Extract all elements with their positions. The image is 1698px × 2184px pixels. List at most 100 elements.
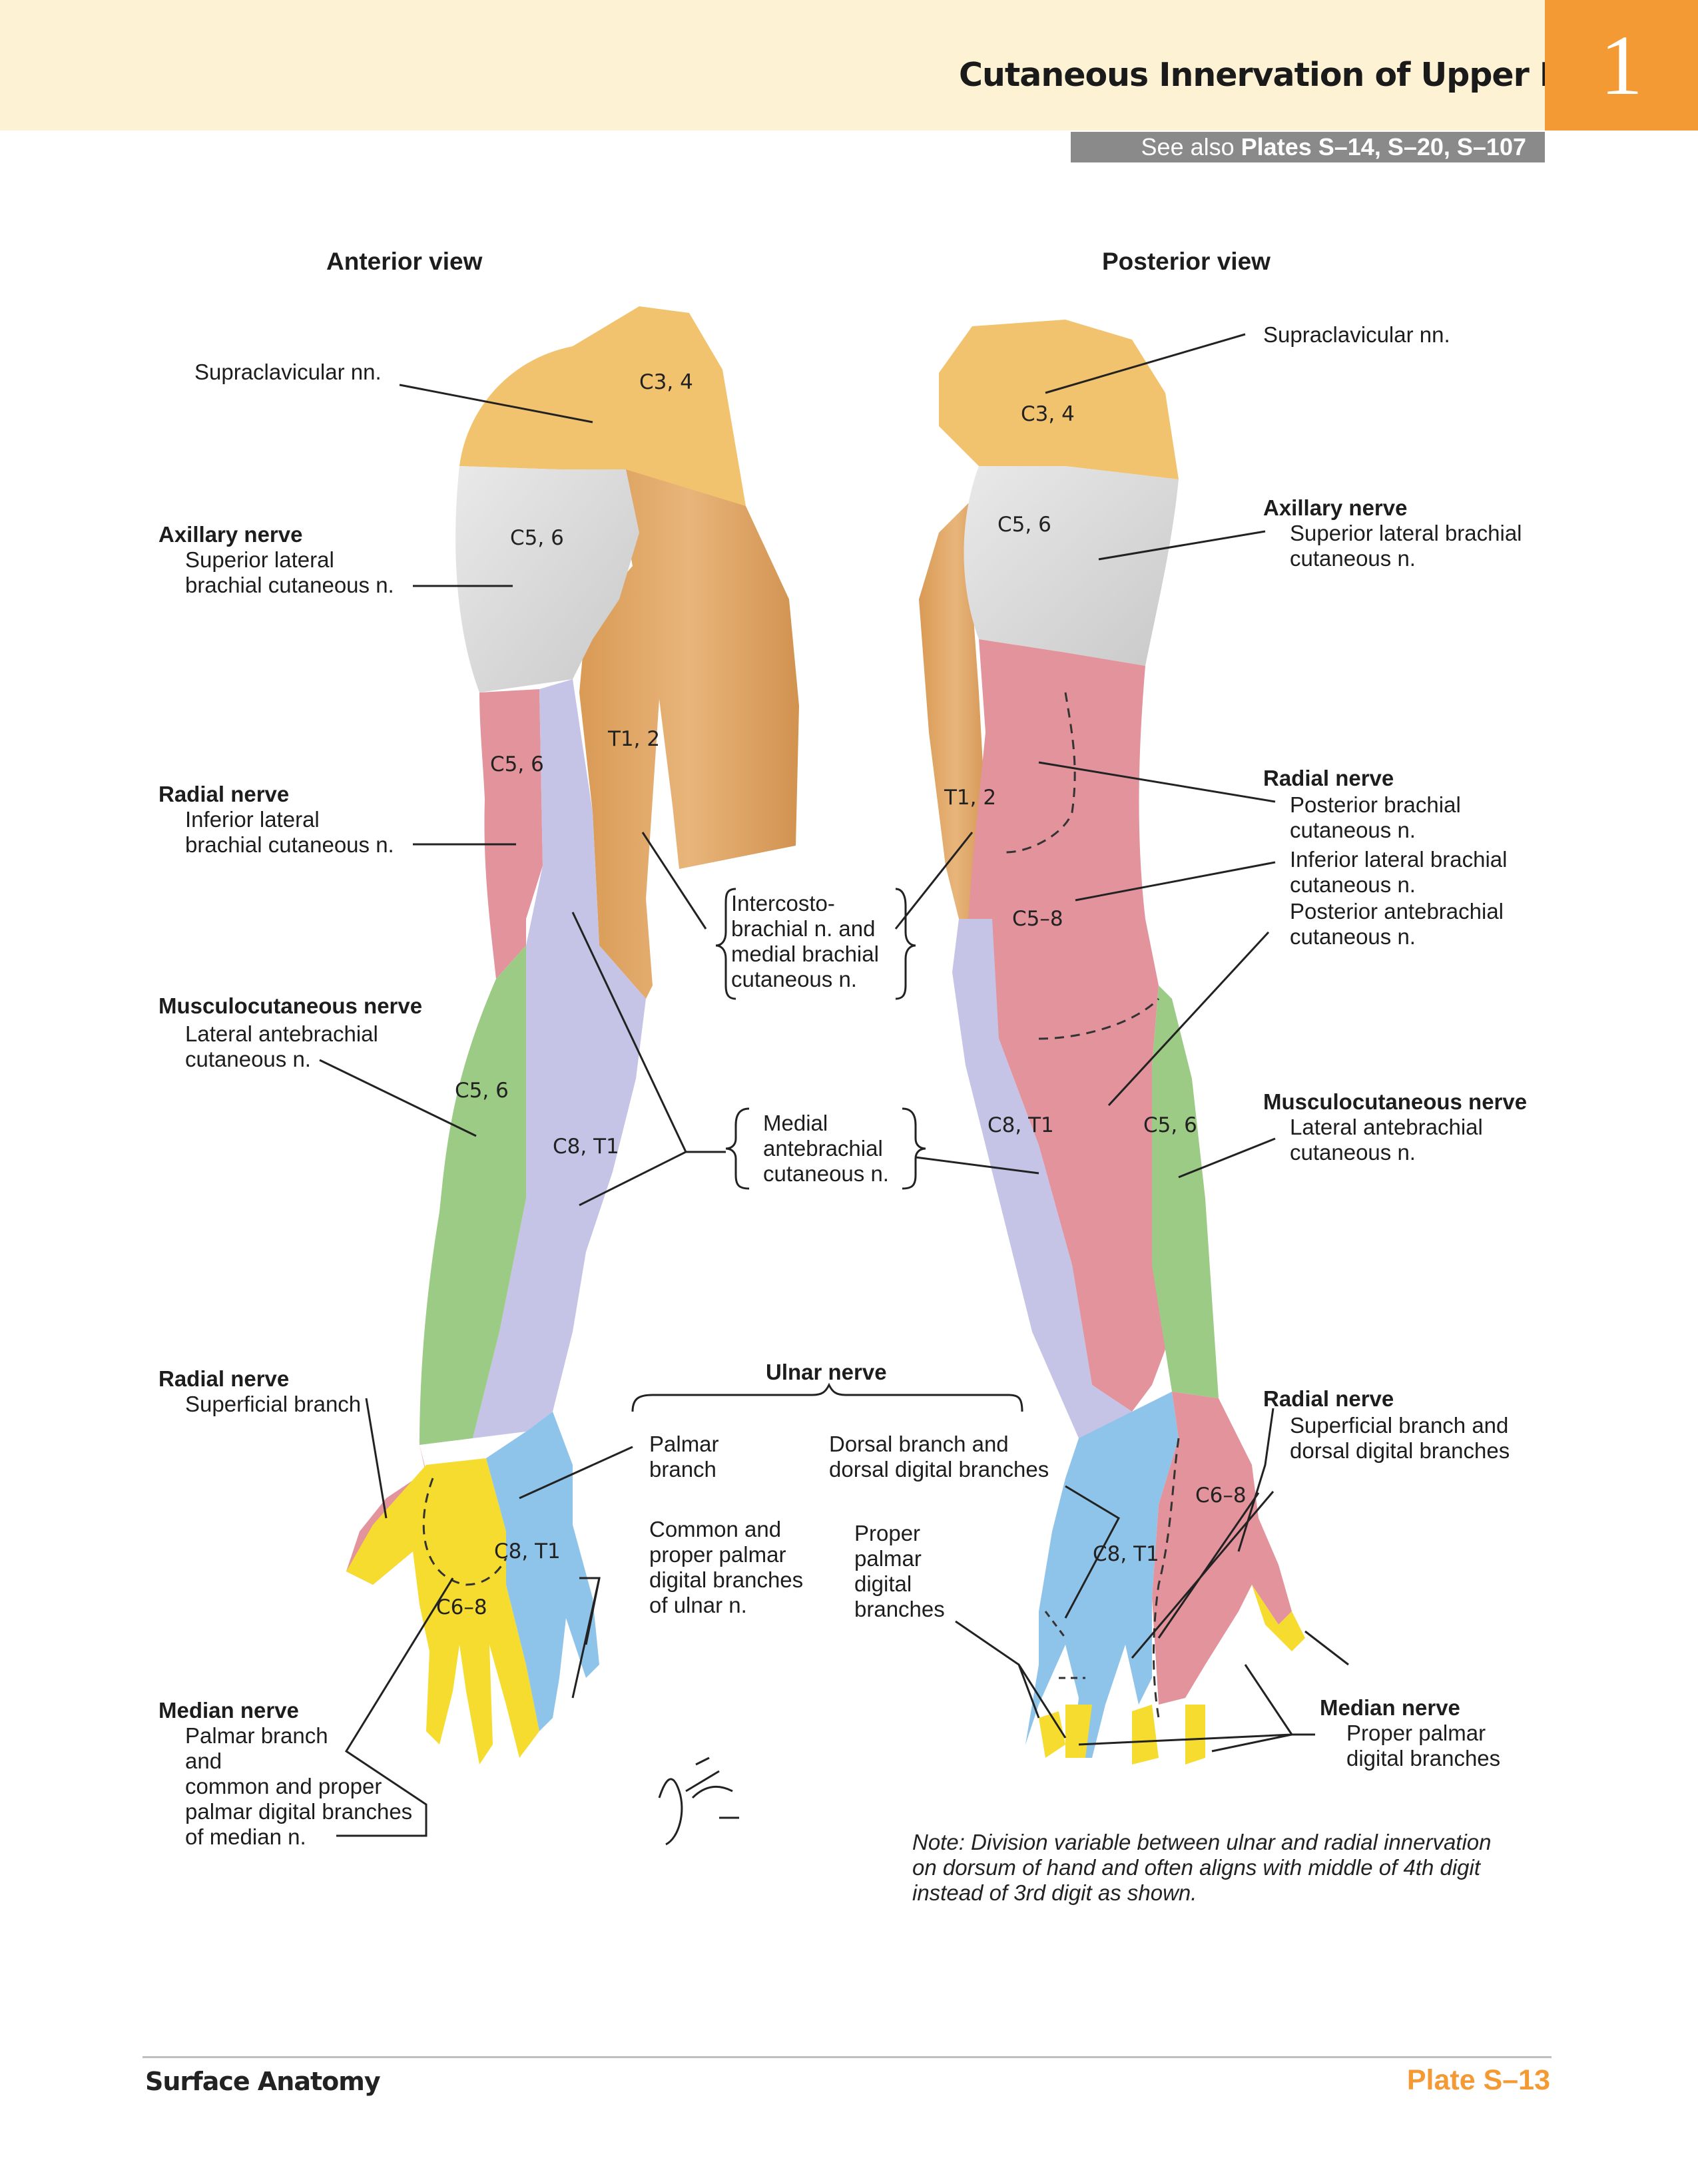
- post-median-line1: Proper palmar: [1346, 1721, 1486, 1745]
- see-also-prefix: See also: [1141, 133, 1235, 160]
- common-line4: of ulnar n.: [649, 1593, 747, 1617]
- post-chest-zone: [919, 493, 992, 919]
- seg-post-c8t1-hand: C8, T1: [1093, 1542, 1159, 1566]
- seg-post-c68: C6–8: [1195, 1484, 1247, 1507]
- post-hand-ulnar-zone: [1025, 1392, 1179, 1758]
- palmar-line1: Palmar: [649, 1432, 719, 1456]
- ulnar-title: Ulnar nerve: [766, 1360, 887, 1384]
- ant-median-line3: common and proper: [185, 1774, 382, 1798]
- post-radial-line1: Posterior brachial: [1290, 792, 1461, 817]
- ant-axillary-line1: Superior lateral: [185, 547, 334, 572]
- seg-ant-c8t1-hand: C8, T1: [494, 1539, 561, 1563]
- footer-rule: [142, 2056, 1552, 2058]
- anterior-view-title: Anterior view: [326, 248, 483, 275]
- dorsal-line2: dorsal digital branches: [829, 1457, 1049, 1482]
- post-radial-sup-line2: dorsal digital branches: [1290, 1438, 1510, 1463]
- braces: [631, 888, 1023, 1412]
- leader-lines: [319, 333, 1349, 1837]
- seg-ant-c56-upper: C5, 6: [510, 526, 564, 550]
- artist-signature: [658, 1757, 739, 1846]
- division-note: Note: Division variable between ulnar an…: [912, 1830, 1492, 1905]
- post-radial-sup-line1: Superficial branch and: [1290, 1413, 1509, 1438]
- ant-radial-line2: brachial cutaneous n.: [185, 832, 394, 857]
- ant-supraclavicular-zone: [459, 306, 746, 506]
- ant-musculocutaneous-zone: [420, 946, 526, 1445]
- ant-median-line5: of median n.: [185, 1824, 306, 1849]
- proper-line1: Proper: [854, 1521, 921, 1545]
- posterior-view-title: Posterior view: [1102, 248, 1271, 275]
- post-supraclavicular-zone: [939, 320, 1179, 479]
- ant-radial-zone: [479, 689, 543, 979]
- common-line2: proper palmar: [649, 1542, 786, 1567]
- interco-line2: brachial n. and: [731, 916, 876, 941]
- seg-ant-c34: C3, 4: [639, 370, 693, 394]
- seg-post-c34: C3, 4: [1021, 402, 1075, 426]
- dorsal-line1: Dorsal branch and: [829, 1432, 1009, 1456]
- ant-axillary-zone: [455, 466, 639, 692]
- post-median-title: Median nerve: [1320, 1695, 1460, 1720]
- ant-median-line2: and: [185, 1749, 222, 1773]
- proper-line4: branches: [854, 1597, 945, 1621]
- ant-axillary-line2: brachial cutaneous n.: [185, 573, 394, 597]
- ant-median-title: Median nerve: [158, 1698, 299, 1723]
- post-axillary-zone: [964, 466, 1179, 666]
- ant-radial-sup-title: Radial nerve: [158, 1366, 290, 1391]
- page-title: Cutaneous Innervation of Upper Limb: [959, 56, 1627, 94]
- seg-post-c58: C5–8: [1012, 907, 1063, 931]
- interco-line4: cutaneous n.: [731, 967, 857, 991]
- post-hand-radial-zone: [1152, 1392, 1292, 1705]
- ant-axillary-title: Axillary nerve: [158, 522, 303, 547]
- chapter-number: 1: [1600, 17, 1643, 113]
- post-hand-median-zone: [1039, 1585, 1305, 1765]
- ant-musculo-line1: Lateral antebrachial: [185, 1021, 378, 1046]
- medial-line1: Medial: [763, 1111, 828, 1135]
- post-radial-line3: Inferior lateral brachial: [1290, 847, 1508, 872]
- post-radial-title: Radial nerve: [1263, 766, 1394, 790]
- ant-hand-median-zone: [346, 1458, 539, 1765]
- interco-line1: Intercosto-: [731, 891, 835, 916]
- ant-median-line4: palmar digital branches: [185, 1799, 413, 1824]
- ant-hand-ulnar-zone: [486, 1412, 599, 1731]
- proper-line2: palmar: [854, 1546, 922, 1571]
- ant-radial-sup-line1: Superficial branch: [185, 1392, 362, 1416]
- seg-ant-c68: C6–8: [436, 1595, 487, 1619]
- header-band: [0, 0, 1545, 131]
- post-axillary-line2: cutaneous n.: [1290, 546, 1416, 571]
- post-medial-zone: [952, 919, 1132, 1438]
- footer-plate: Plate S–13: [1406, 2064, 1550, 2096]
- medial-line3: cutaneous n.: [763, 1161, 889, 1186]
- post-median-line2: digital branches: [1346, 1746, 1501, 1771]
- post-axillary-line1: Superior lateral brachial: [1290, 521, 1522, 545]
- post-radial-zone: [966, 639, 1172, 1412]
- seg-post-c56: C5, 6: [997, 513, 1051, 537]
- seg-ant-t12: T1, 2: [608, 727, 661, 751]
- ant-chest-zone: [579, 459, 799, 999]
- medial-line2: antebrachial: [763, 1136, 883, 1161]
- chapter-tab: 1: [1545, 0, 1698, 131]
- post-axillary-title: Axillary nerve: [1263, 495, 1408, 520]
- post-musculocutaneous-zone: [1152, 985, 1219, 1398]
- seg-post-c56-fore: C5, 6: [1143, 1113, 1197, 1137]
- post-radial-line2: cutaneous n.: [1290, 818, 1416, 842]
- anterior-arm: [346, 306, 799, 1765]
- seg-post-c8t1: C8, T1: [988, 1113, 1054, 1137]
- posterior-arm: [919, 320, 1305, 1765]
- seg-ant-c8t1: C8, T1: [553, 1135, 619, 1159]
- post-musculo-line1: Lateral antebrachial: [1290, 1115, 1483, 1139]
- palmar-line2: branch: [649, 1457, 716, 1482]
- post-radial-sup-title: Radial nerve: [1263, 1386, 1394, 1411]
- see-also-plates: Plates S–14, S–20, S–107: [1241, 133, 1526, 160]
- proper-line3: digital: [854, 1571, 912, 1596]
- post-radial-line5: Posterior antebrachial: [1290, 899, 1504, 924]
- common-line1: Common and: [649, 1517, 782, 1541]
- ant-musculo-title: Musculocutaneous nerve: [158, 993, 423, 1018]
- post-radial-line4: cutaneous n.: [1290, 872, 1416, 897]
- interco-line3: medial brachial: [731, 942, 879, 966]
- ant-musculo-line2: cutaneous n.: [185, 1047, 311, 1071]
- post-radial-line6: cutaneous n.: [1290, 924, 1416, 949]
- post-musculo-title: Musculocutaneous nerve: [1263, 1089, 1528, 1114]
- common-line3: digital branches: [649, 1567, 804, 1592]
- post-musculo-line2: cutaneous n.: [1290, 1140, 1416, 1165]
- footer-section: Surface Anatomy: [145, 2067, 381, 2096]
